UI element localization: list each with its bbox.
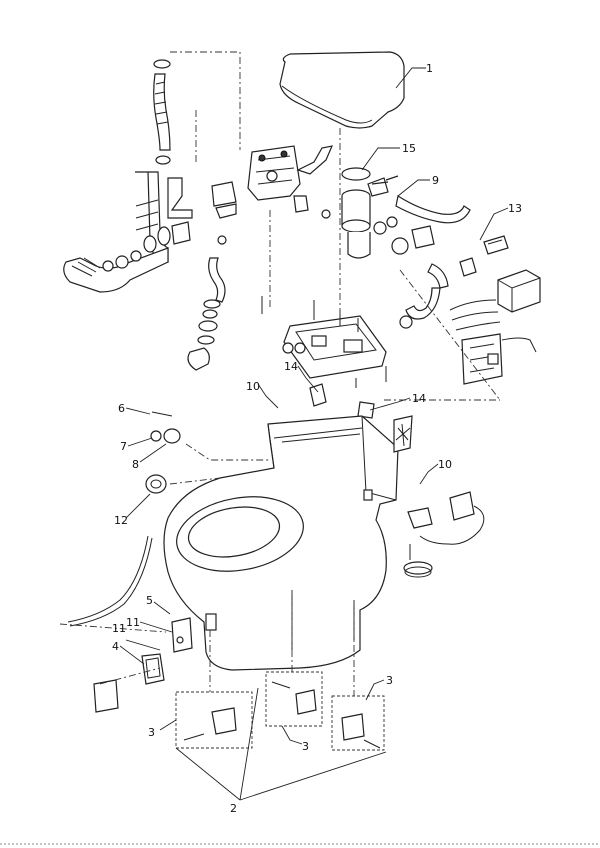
callout-14-right: 14 [412,392,426,405]
power-adapter [403,491,485,578]
part-14-clips [309,383,375,419]
callout-10-left: 10 [246,380,260,393]
callout-3-right: 3 [386,674,393,687]
callout-9: 9 [432,174,439,187]
seal-parts [187,181,237,371]
part-13-fittings [459,235,509,277]
callout-14-left: 14 [284,360,298,373]
flush-cable [67,535,153,627]
brackets-part-3 [175,671,385,751]
callout-1: 1 [426,62,433,75]
callout-2: 2 [230,802,237,815]
callout-4: 4 [112,640,119,653]
flush-button-parts [93,617,193,713]
part-9-supply-hose [391,195,471,329]
toilet-bowl [163,415,399,671]
valve-body [247,145,334,219]
mounting-plate [261,296,387,388]
part-1-lid [279,51,405,129]
callout-11-upper: 11 [126,616,140,629]
callout-13: 13 [508,202,522,215]
callout-5: 5 [146,594,153,607]
callout-8: 8 [132,458,139,471]
callout-11-lower: 11 [112,622,126,635]
callout-12: 12 [114,514,128,527]
callout-15: 15 [402,142,416,155]
callout-labels: 1 2 3 3 3 4 5 6 7 8 9 10 10 11 11 12 13 … [112,62,522,815]
callout-3-left: 3 [148,726,155,739]
callout-10-right: 10 [438,458,452,471]
control-module [449,269,541,385]
callout-6: 6 [118,402,125,415]
drain-hose-assembly [63,59,193,293]
callout-3-center: 3 [302,740,309,753]
part-15-actuator [341,167,399,259]
sensor-window [393,415,413,453]
callout-7: 7 [120,440,127,453]
small-parts-left [145,411,181,494]
leader-lines [119,67,509,801]
